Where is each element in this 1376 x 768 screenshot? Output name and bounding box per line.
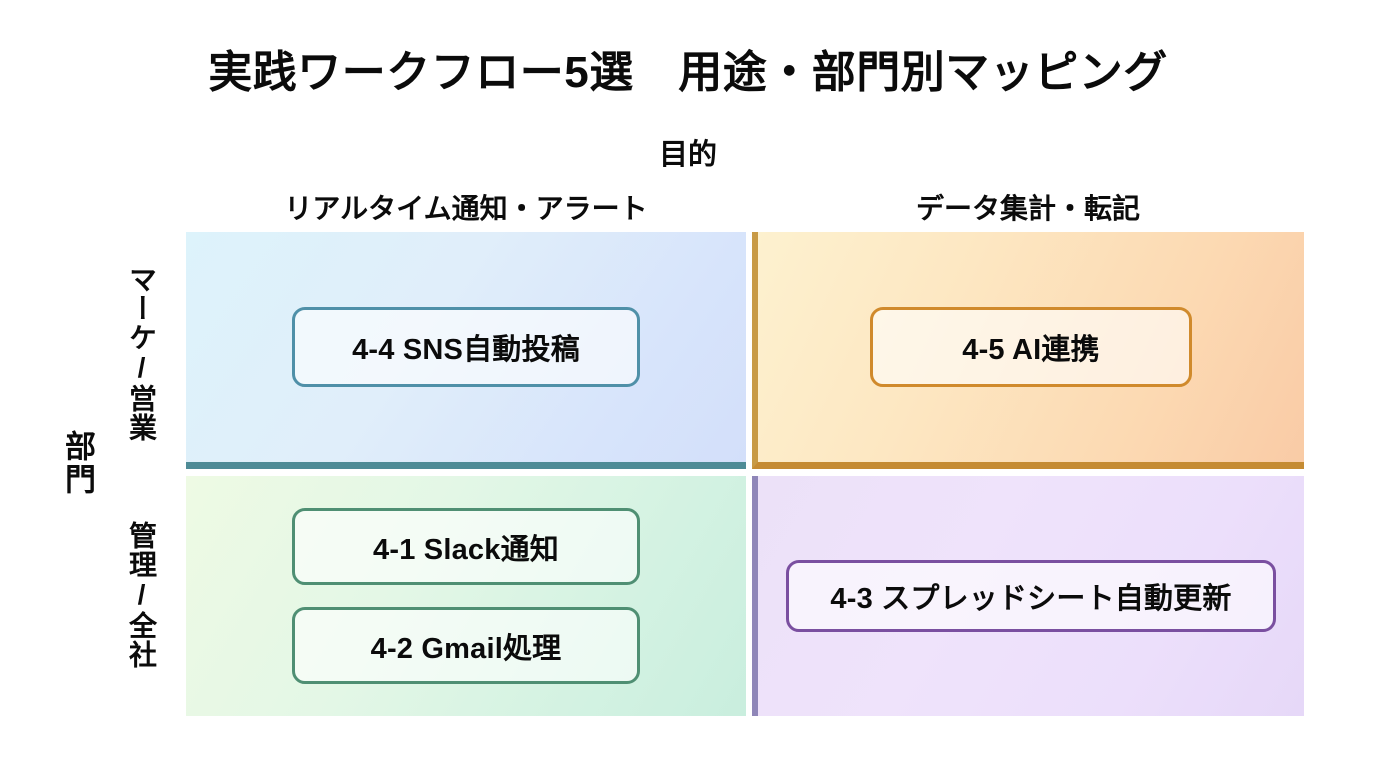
row-header-admin-company: 管理/全社 — [126, 521, 157, 669]
column-header-realtime: リアルタイム通知・アラート — [284, 193, 648, 224]
x-axis-title: 目的 — [658, 139, 717, 171]
quadrant-matrix: 4-4 SNS自動投稿 4-5 AI連携 4-1 Slack通知 4-2 Gma… — [186, 232, 1304, 716]
item-chip-slack-notification[interactable]: 4-1 Slack通知 — [292, 508, 640, 585]
quadrant-admin-realtime: 4-1 Slack通知 4-2 Gmail処理 — [186, 476, 746, 716]
item-chip-gmail-processing[interactable]: 4-2 Gmail処理 — [292, 607, 640, 684]
item-chip-ai-integration[interactable]: 4-5 AI連携 — [870, 307, 1192, 387]
quadrant-admin-aggregation: 4-3 スプレッドシート自動更新 — [752, 476, 1304, 716]
y-axis-title: 部門 — [60, 430, 95, 496]
quadrant-marketing-realtime: 4-4 SNS自動投稿 — [186, 232, 746, 469]
row-header-marketing-sales: マーケ/営業 — [126, 264, 157, 442]
column-header-aggregation: データ集計・転記 — [915, 193, 1140, 224]
item-chip-sns-auto-post[interactable]: 4-4 SNS自動投稿 — [292, 307, 640, 387]
item-chip-spreadsheet-auto-update[interactable]: 4-3 スプレッドシート自動更新 — [786, 560, 1276, 632]
page-title: 実践ワークフロー5選 用途・部門別マッピング — [208, 48, 1168, 97]
quadrant-marketing-aggregation: 4-5 AI連携 — [752, 232, 1304, 469]
item-chip-stack: 4-1 Slack通知 4-2 Gmail処理 — [292, 508, 640, 684]
